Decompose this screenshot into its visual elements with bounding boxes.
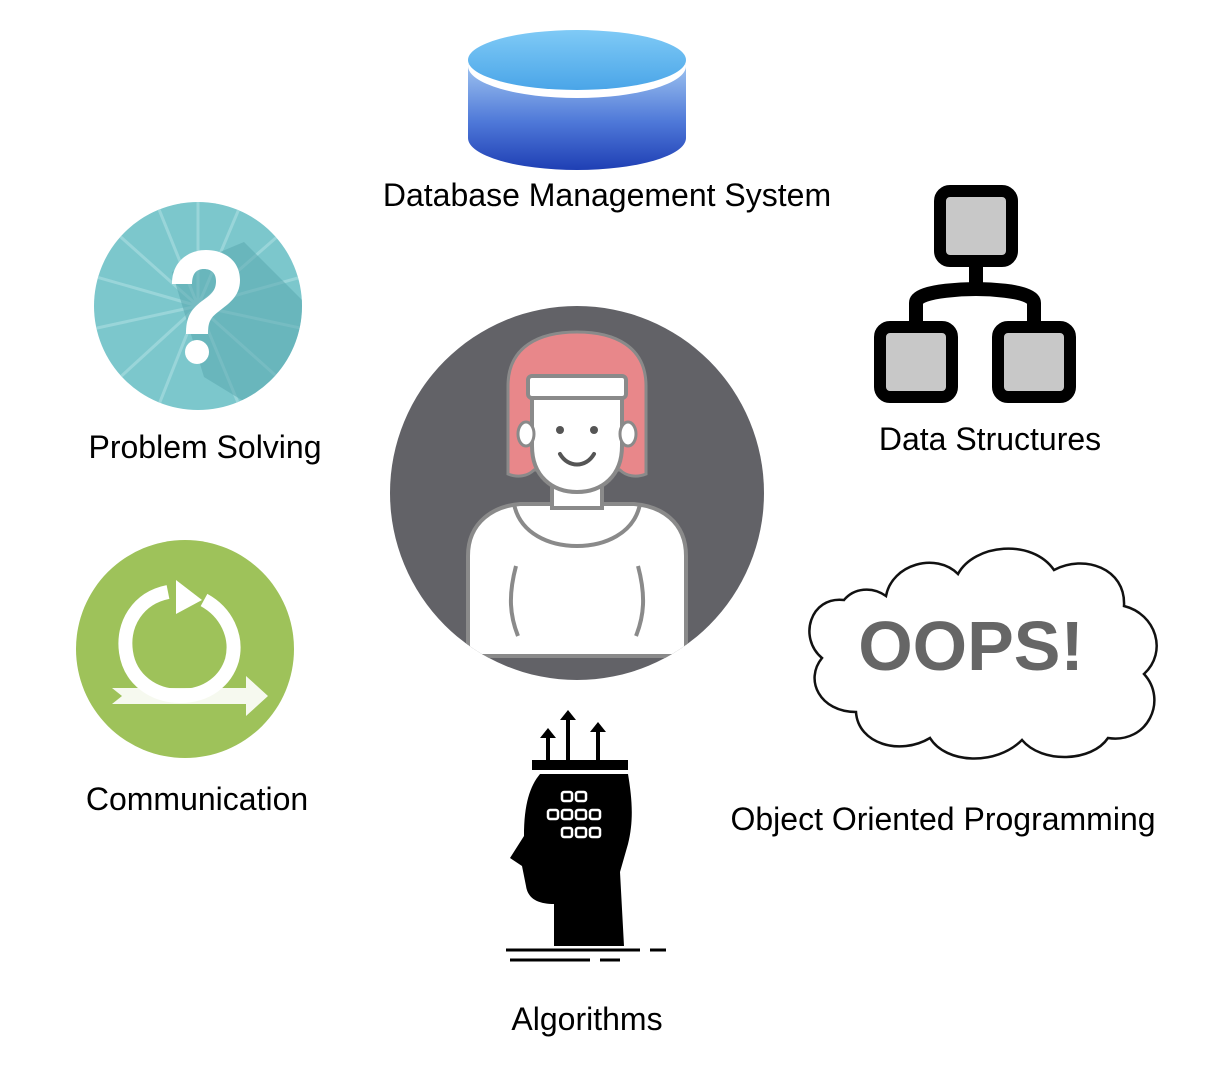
oop-label: Object Oriented Programming xyxy=(730,801,1156,837)
head-algorithm-icon xyxy=(506,710,666,962)
communication-label: Communication xyxy=(85,781,309,817)
database-cylinder-icon xyxy=(468,30,686,170)
person-avatar-icon xyxy=(390,306,764,680)
oops-cloud-text: OOPS! xyxy=(858,607,1084,685)
question-mark-icon xyxy=(94,202,302,410)
tree-hierarchy-icon xyxy=(874,185,1076,403)
cycle-arrows-icon xyxy=(76,540,294,758)
oops-cloud-icon: OOPS! xyxy=(808,547,1158,760)
problem-solving-label: Problem Solving xyxy=(88,429,322,465)
data-structures-label: Data Structures xyxy=(878,421,1102,457)
algorithms-label: Algorithms xyxy=(511,1001,663,1037)
database-label: Database Management System xyxy=(382,177,832,213)
